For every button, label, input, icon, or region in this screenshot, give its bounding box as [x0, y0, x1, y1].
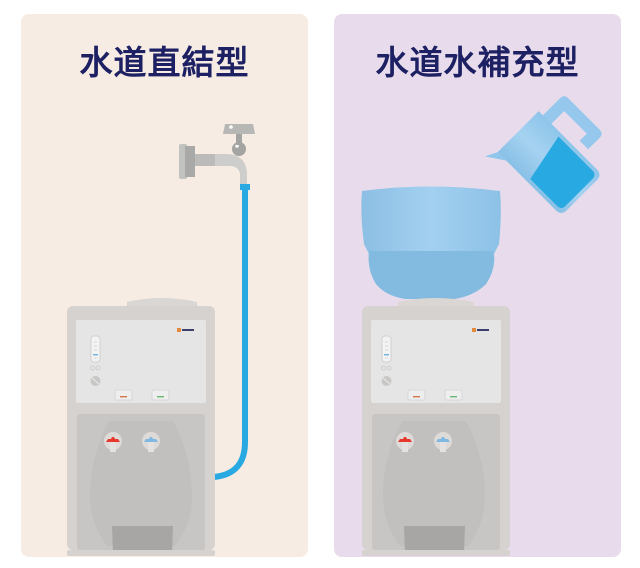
- hot-water-tap: [396, 432, 414, 452]
- hot-water-tap: [104, 432, 122, 452]
- water-faucet-icon: [179, 124, 255, 190]
- panel-title: 水道水補充型: [375, 43, 580, 82]
- water-bottle-tank: [361, 186, 501, 299]
- panel-title: 水道直結型: [79, 43, 250, 82]
- water-dispenser: [362, 298, 510, 556]
- cold-water-tap: [434, 432, 452, 452]
- pitcher-icon: [484, 96, 602, 213]
- cold-water-tap: [142, 432, 160, 452]
- direct-connection-illustration: [67, 124, 255, 556]
- water-hose: [213, 184, 248, 480]
- water-dispenser: [67, 298, 215, 556]
- refill-illustration: [361, 96, 602, 556]
- panel-direct-connection: 水道直結型: [21, 14, 308, 557]
- panel-refill: 水道水補充型: [334, 14, 621, 557]
